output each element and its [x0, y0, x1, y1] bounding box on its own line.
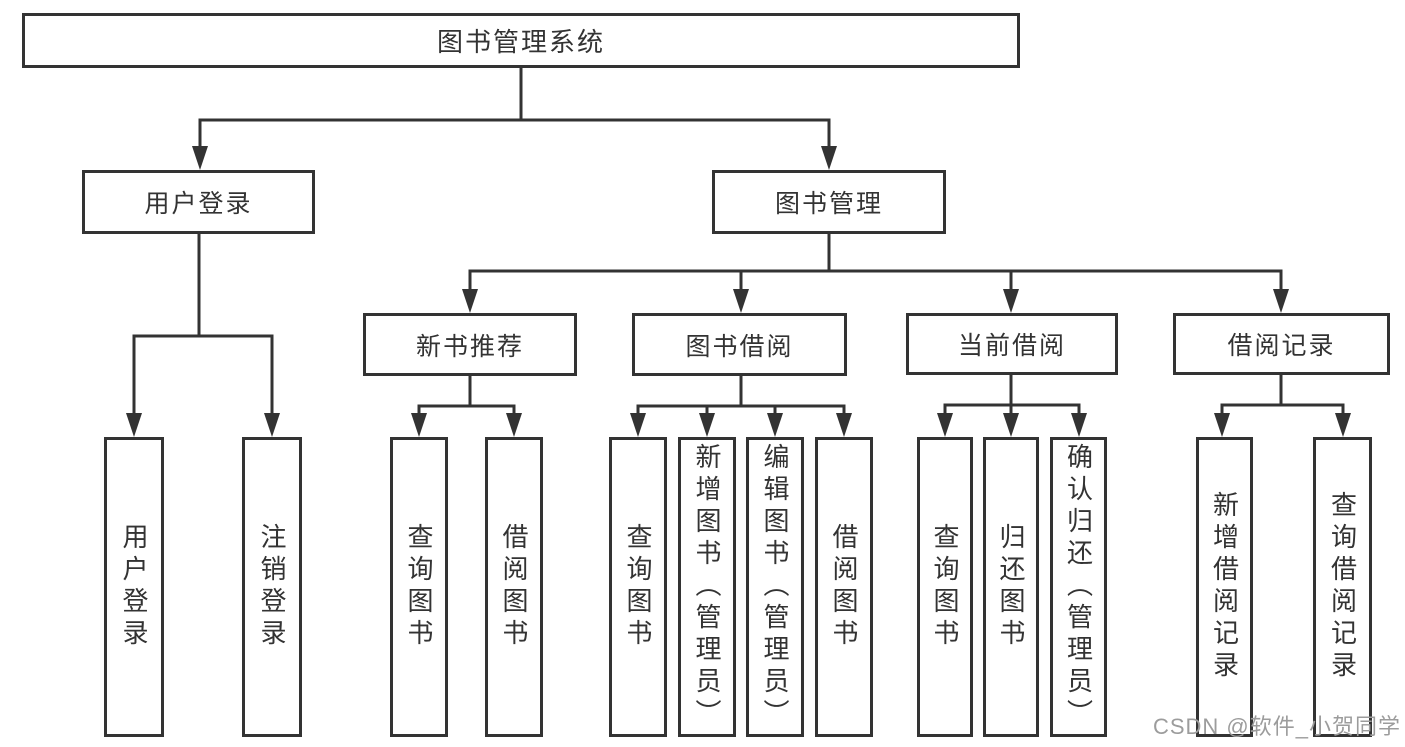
leaf-borrow-books-recommend: 借阅图书 — [485, 437, 543, 737]
node-current-borrow: 当前借阅 — [906, 313, 1118, 375]
leaf-confirm-return-admin: 确认归还（管理员） — [1050, 437, 1107, 737]
node-new-book-recommend: 新书推荐 — [363, 313, 577, 376]
leaf-query-books-borrow: 查询图书 — [609, 437, 667, 737]
arrow-down-icons — [126, 146, 1351, 437]
leaf-query-borrow-record: 查询借阅记录 — [1313, 437, 1372, 737]
leaf-logout: 注销登录 — [242, 437, 302, 737]
leaf-query-books-recommend: 查询图书 — [390, 437, 448, 737]
watermark: CSDN @软件_小贺同学 — [1152, 714, 1401, 739]
node-borrow-record: 借阅记录 — [1173, 313, 1390, 375]
leaf-add-books-admin: 新增图书（管理员） — [678, 437, 736, 737]
leaf-query-books-current: 查询图书 — [917, 437, 973, 737]
node-user-login: 用户登录 — [82, 170, 315, 234]
node-book-management: 图书管理 — [712, 170, 946, 234]
leaf-borrow-books: 借阅图书 — [815, 437, 873, 737]
node-root: 图书管理系统 — [22, 13, 1020, 68]
leaf-edit-books-admin: 编辑图书（管理员） — [746, 437, 804, 737]
leaf-add-borrow-record: 新增借阅记录 — [1196, 437, 1253, 737]
leaf-return-books: 归还图书 — [983, 437, 1039, 737]
node-book-borrow: 图书借阅 — [632, 313, 847, 376]
leaf-user-login: 用户登录 — [104, 437, 164, 737]
